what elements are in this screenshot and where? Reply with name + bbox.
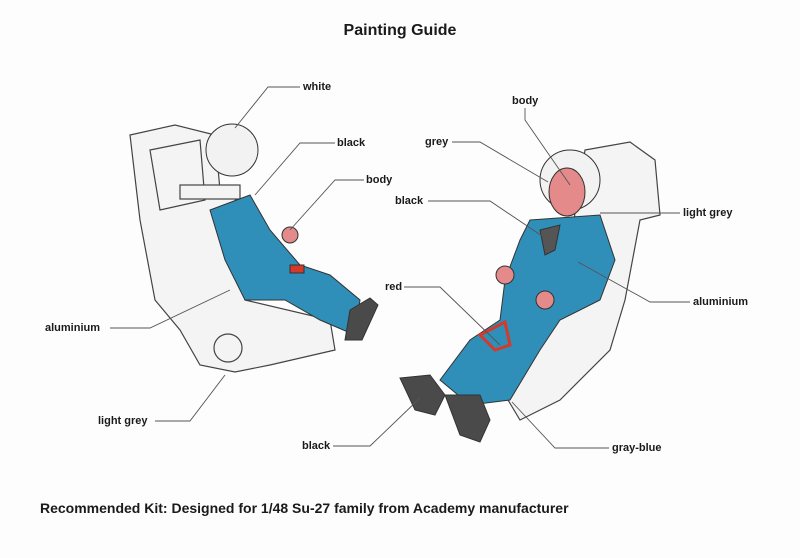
right-pilot bbox=[399, 149, 616, 443]
label-right-body: body bbox=[512, 95, 539, 107]
label-right-gray-blue: gray-blue bbox=[612, 442, 662, 454]
label-right-grey: grey bbox=[425, 136, 449, 148]
label-right-black: black bbox=[395, 195, 424, 207]
label-left-light-grey: light grey bbox=[98, 415, 148, 427]
label-right-red: red bbox=[385, 281, 403, 293]
label-left-white: white bbox=[303, 81, 332, 93]
label-left-body: body bbox=[366, 174, 393, 186]
left-pilot bbox=[205, 123, 379, 341]
label-right-black-boots: black bbox=[302, 440, 331, 452]
label-left-black: black bbox=[337, 137, 366, 149]
label-left-aluminium: aluminium bbox=[45, 322, 101, 334]
leader-lines bbox=[110, 86, 690, 449]
label-right-light-grey: light grey bbox=[683, 207, 733, 219]
label-right-aluminium: aluminium bbox=[693, 296, 749, 308]
recommended-kit-note: Recommended Kit: Designed for 1/48 Su-27… bbox=[40, 500, 569, 516]
page-title: Painting Guide bbox=[343, 22, 457, 39]
